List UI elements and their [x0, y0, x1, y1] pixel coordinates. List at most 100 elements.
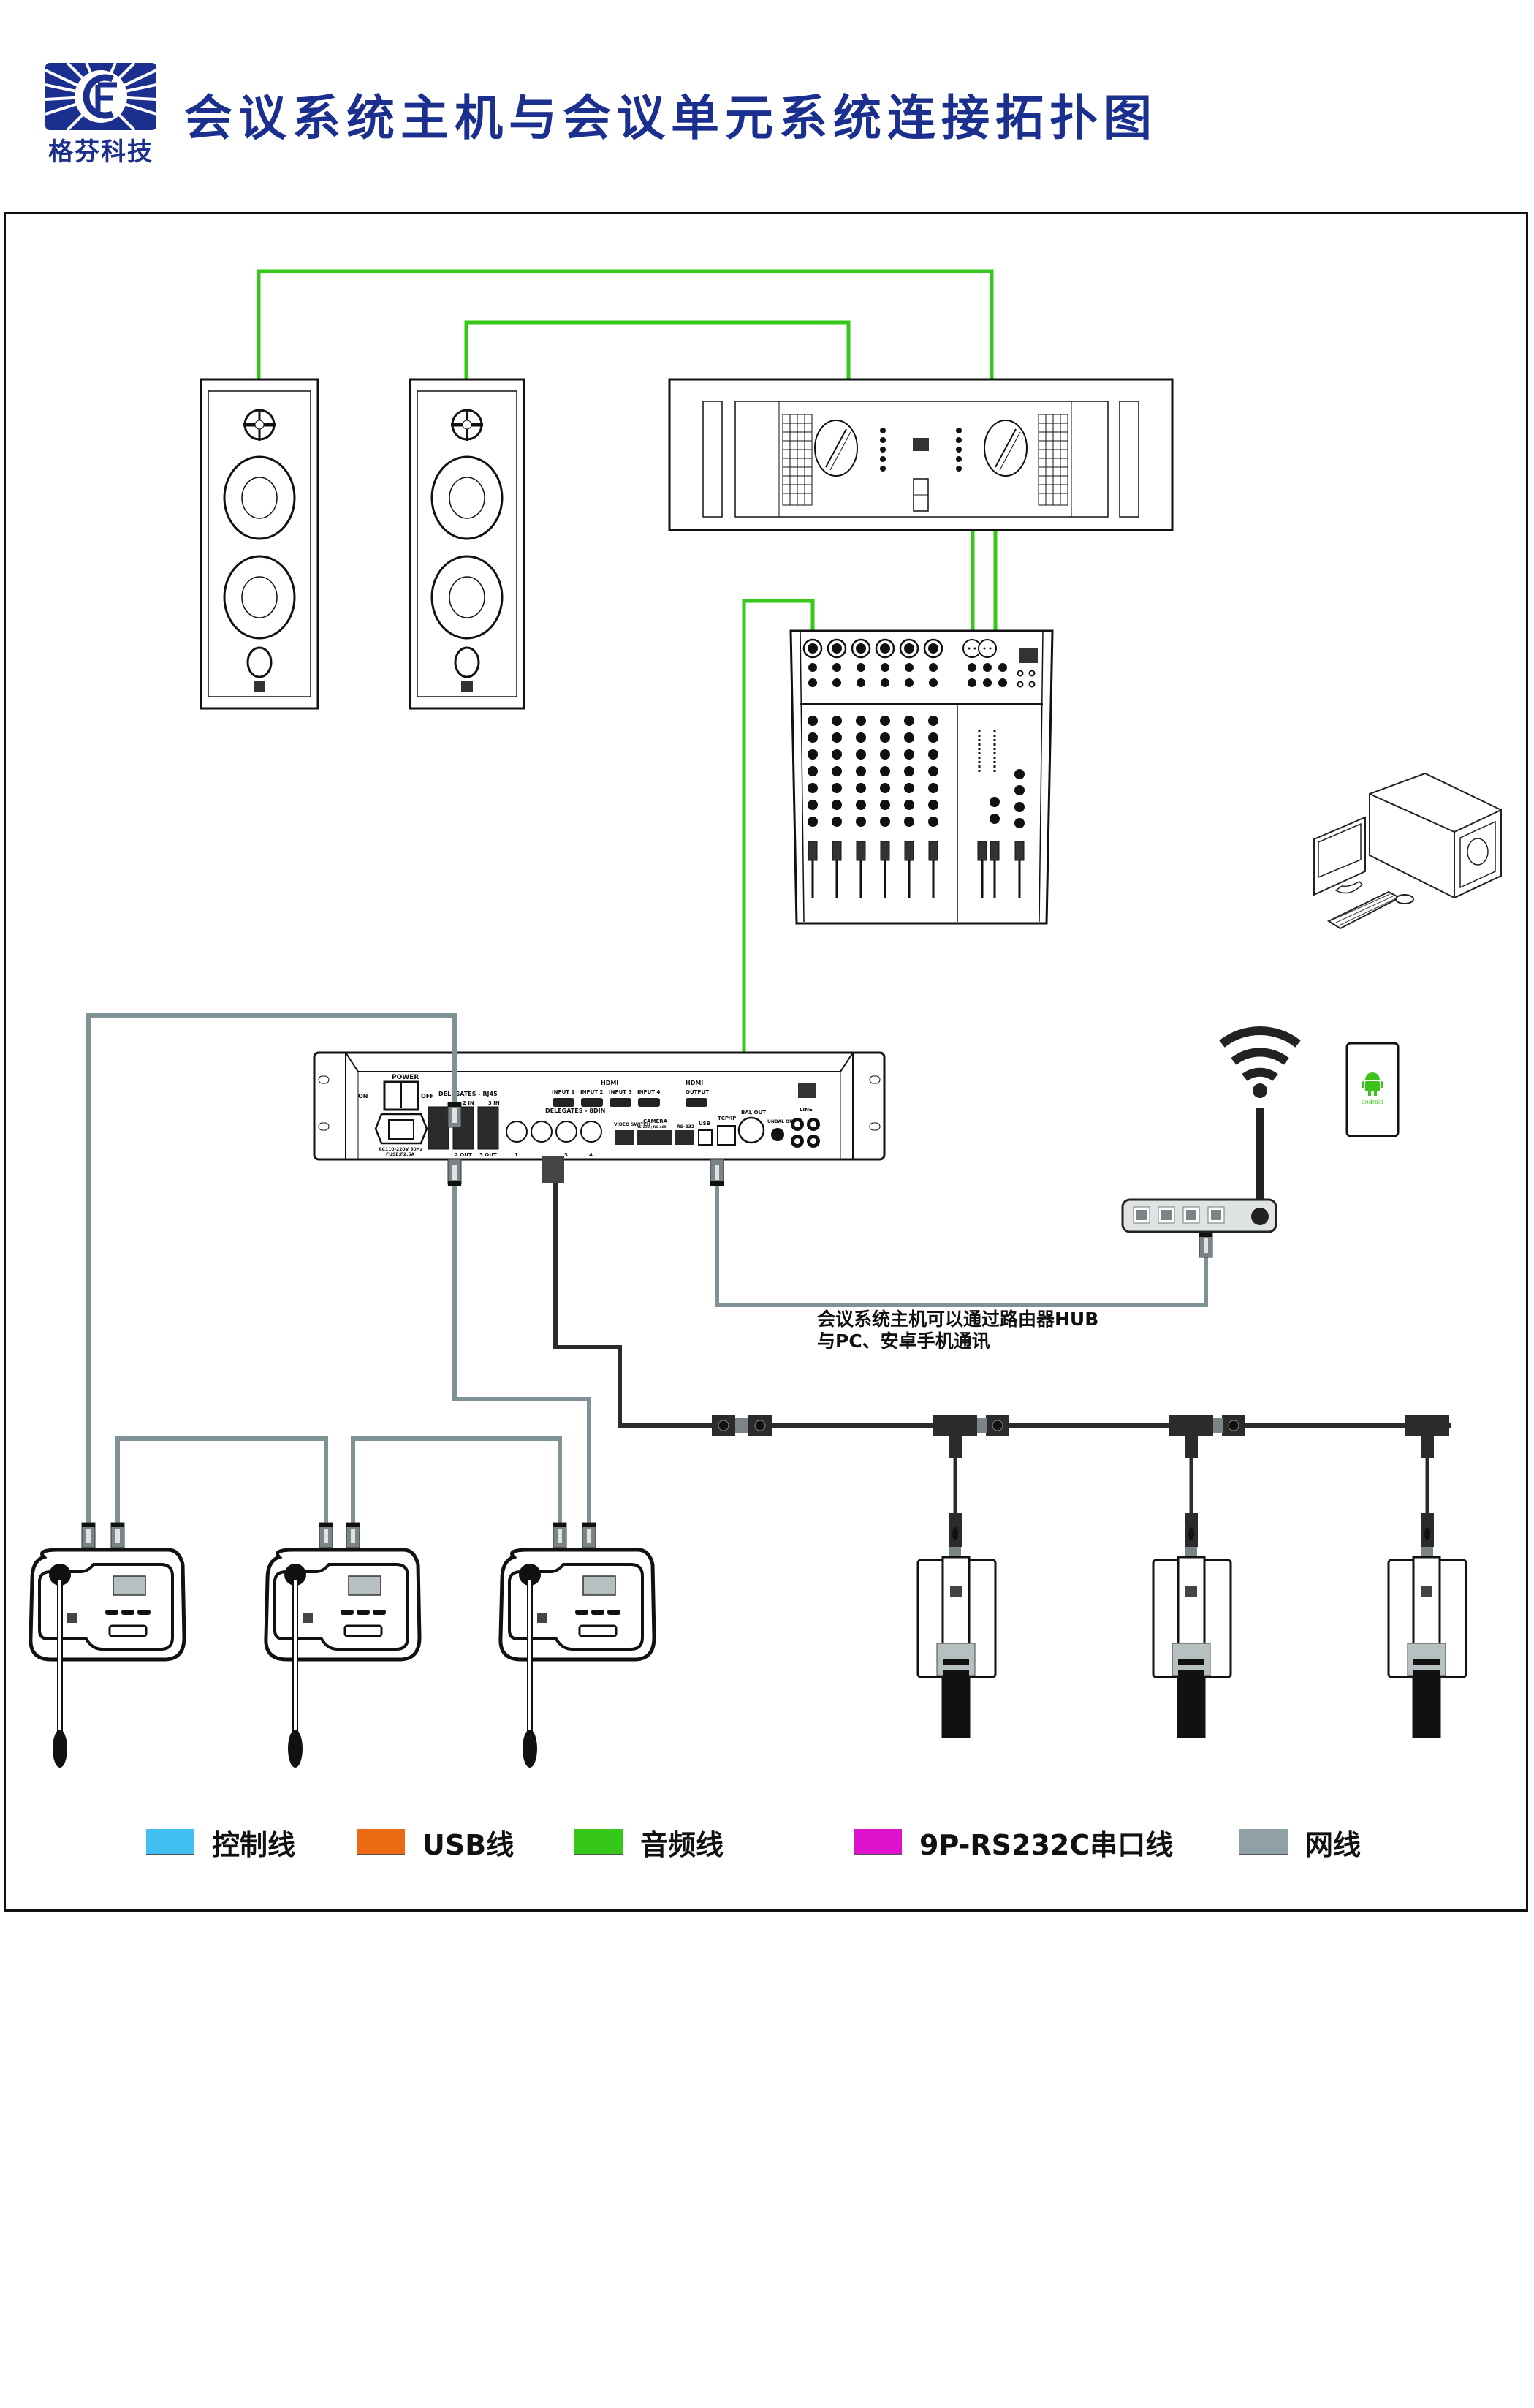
conference-host[interactable]: POWER ON OFF AC110-220V 50Hz FUSE:F2.5A … — [313, 1051, 886, 1161]
conference-unit-1[interactable] — [29, 1548, 186, 1768]
din-delegate-unit-1[interactable] — [916, 1556, 997, 1738]
jack-port[interactable] — [983, 663, 992, 672]
master-knob[interactable] — [1014, 818, 1025, 828]
channel-knob[interactable] — [928, 766, 938, 776]
unit-function-button[interactable] — [137, 1610, 151, 1615]
conference-unit-2[interactable] — [264, 1548, 422, 1768]
channel-knob[interactable] — [808, 732, 818, 743]
channel-fader[interactable] — [880, 841, 890, 861]
unit-function-button[interactable] — [105, 1610, 118, 1615]
channel-knob[interactable] — [880, 800, 890, 810]
unit-function-button[interactable] — [373, 1610, 386, 1615]
channel-knob[interactable] — [856, 749, 866, 760]
usb-port[interactable] — [698, 1129, 713, 1146]
speaker-right[interactable] — [409, 378, 525, 710]
speak-button[interactable] — [578, 1624, 618, 1637]
speak-button[interactable] — [108, 1624, 148, 1637]
channel-knob[interactable] — [832, 766, 842, 776]
jack-port[interactable] — [857, 678, 865, 687]
rj45-port-1[interactable] — [428, 1106, 449, 1150]
channel-knob[interactable] — [880, 716, 890, 726]
jack-port[interactable] — [929, 663, 938, 672]
channel-knob[interactable] — [904, 716, 914, 726]
channel-fader[interactable] — [856, 841, 866, 861]
channel-knob[interactable] — [904, 817, 914, 827]
unit-function-button[interactable] — [591, 1610, 604, 1615]
wifi-router[interactable] — [1121, 1026, 1301, 1233]
jack-port[interactable] — [968, 663, 976, 672]
channel-knob[interactable] — [808, 800, 818, 810]
master-knob[interactable] — [1014, 769, 1025, 779]
power-amplifier[interactable] — [668, 378, 1174, 531]
jack-port[interactable] — [832, 663, 841, 672]
master-knob[interactable] — [1014, 802, 1025, 812]
channel-knob[interactable] — [808, 716, 818, 726]
hdmi-port[interactable] — [686, 1098, 707, 1107]
channel-knob[interactable] — [832, 817, 842, 827]
channel-fader[interactable] — [808, 841, 818, 861]
master-fader[interactable] — [977, 841, 987, 861]
video-switch-port[interactable] — [615, 1130, 634, 1145]
channel-knob[interactable] — [928, 817, 938, 827]
channel-knob[interactable] — [880, 749, 890, 760]
jack-port[interactable] — [905, 678, 914, 687]
channel-knob[interactable] — [856, 766, 866, 776]
din-delegate-unit-3[interactable] — [1387, 1556, 1467, 1738]
channel-knob[interactable] — [808, 749, 818, 760]
desktop-pc-icon[interactable] — [1313, 772, 1502, 930]
jack-port[interactable] — [1028, 681, 1036, 688]
channel-knob[interactable] — [880, 817, 890, 827]
channel-fader[interactable] — [904, 841, 914, 861]
master-fader[interactable] — [1014, 841, 1025, 861]
jack-port[interactable] — [1017, 681, 1024, 688]
xlr-output-port[interactable] — [978, 639, 997, 658]
hdmi-port[interactable] — [610, 1098, 631, 1107]
android-phone[interactable]: android — [1345, 1042, 1400, 1137]
channel-knob[interactable] — [832, 749, 842, 760]
camera-port[interactable] — [637, 1130, 672, 1145]
din-port-2[interactable] — [531, 1121, 553, 1143]
channel-knob[interactable] — [928, 749, 938, 760]
jack-port[interactable] — [968, 678, 976, 687]
channel-knob[interactable] — [808, 817, 818, 827]
din-port-3[interactable] — [555, 1121, 577, 1143]
channel-knob[interactable] — [856, 716, 866, 726]
jack-port[interactable] — [905, 663, 914, 672]
jack-port[interactable] — [857, 663, 865, 672]
channel-knob[interactable] — [928, 783, 938, 793]
channel-fader[interactable] — [832, 841, 842, 861]
hdmi-port[interactable] — [553, 1098, 574, 1107]
channel-knob[interactable] — [880, 766, 890, 776]
rs232-port[interactable] — [675, 1130, 694, 1145]
jack-port[interactable] — [1017, 670, 1024, 677]
channel-knob[interactable] — [880, 732, 890, 743]
channel-knob[interactable] — [904, 749, 914, 760]
jack-port[interactable] — [832, 678, 841, 687]
master-knob[interactable] — [1014, 785, 1025, 795]
din-port-4[interactable] — [580, 1121, 602, 1143]
bal-out-port[interactable] — [737, 1116, 765, 1144]
channel-knob[interactable] — [904, 800, 914, 810]
channel-knob[interactable] — [808, 783, 818, 793]
channel-knob[interactable] — [928, 732, 938, 743]
unit-function-button[interactable] — [341, 1610, 354, 1615]
channel-knob[interactable] — [856, 732, 866, 743]
channel-knob[interactable] — [928, 716, 938, 726]
hdmi-port[interactable] — [638, 1098, 660, 1107]
channel-knob[interactable] — [832, 732, 842, 743]
channel-knob[interactable] — [832, 800, 842, 810]
router-port[interactable] — [1136, 1210, 1147, 1220]
jack-port[interactable] — [998, 663, 1007, 672]
unbal-out-port[interactable] — [771, 1128, 784, 1141]
master-knob[interactable] — [990, 797, 1000, 807]
jack-port[interactable] — [998, 678, 1007, 687]
router-port[interactable] — [1186, 1210, 1196, 1220]
channel-knob[interactable] — [832, 783, 842, 793]
unit-function-button[interactable] — [357, 1610, 370, 1615]
master-fader[interactable] — [990, 841, 1000, 861]
master-knob[interactable] — [990, 814, 1000, 824]
channel-knob[interactable] — [928, 800, 938, 810]
din-delegate-unit-2[interactable] — [1152, 1556, 1232, 1738]
conference-unit-3[interactable] — [498, 1548, 656, 1768]
unit-function-button[interactable] — [575, 1610, 588, 1615]
